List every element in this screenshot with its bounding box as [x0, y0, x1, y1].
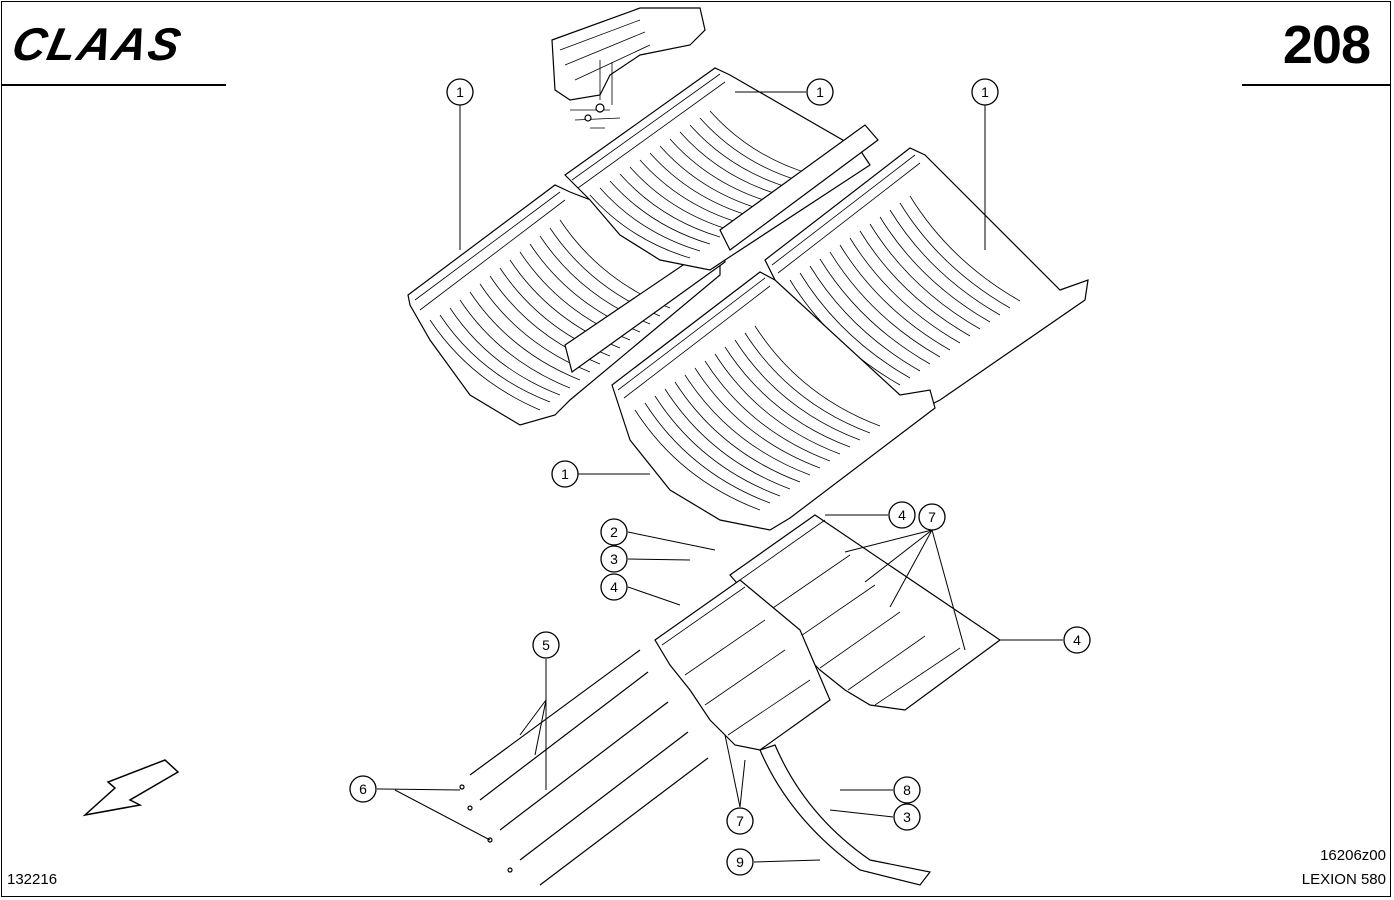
drawing-code: 16206z00: [1320, 847, 1386, 864]
svg-text:4: 4: [610, 579, 618, 595]
callout-1d: 1: [551, 460, 579, 488]
page-number: 208: [1282, 15, 1371, 75]
svg-text:1: 1: [981, 84, 989, 100]
callout-3a: 3: [600, 545, 628, 573]
curved-side-strip: [759, 744, 932, 886]
claas-logo-mark: CLAAS: [8, 18, 187, 69]
callout-4a: 4: [600, 573, 628, 601]
svg-text:4: 4: [898, 507, 906, 523]
callout-5: 5: [532, 631, 560, 659]
svg-text:1: 1: [816, 84, 824, 100]
callout-3b: 3: [893, 803, 921, 831]
model-name: LEXION 580: [1301, 871, 1386, 888]
svg-text:6: 6: [359, 781, 367, 797]
svg-text:3: 3: [610, 551, 618, 567]
callout-6: 6: [349, 775, 377, 803]
header-rule-left: [1, 84, 226, 86]
concave-grate-upper-right: [564, 67, 879, 271]
callout-9: 9: [726, 848, 754, 876]
callout-1a: 1: [446, 78, 474, 106]
svg-text:9: 9: [736, 854, 744, 870]
svg-text:8: 8: [903, 782, 911, 798]
document-number: 132216: [7, 871, 58, 888]
leader-lines: [376, 91, 1063, 863]
header-rule-right: [1242, 84, 1390, 86]
callout-2: 2: [600, 518, 628, 546]
callout-1b: 1: [806, 78, 834, 106]
callout-1c: 1: [971, 78, 999, 106]
rod-set: [459, 649, 709, 886]
svg-text:7: 7: [736, 813, 744, 829]
svg-text:5: 5: [542, 637, 550, 653]
callout-8: 8: [893, 776, 921, 804]
svg-text:1: 1: [561, 466, 569, 482]
svg-text:3: 3: [903, 809, 911, 825]
callout-7a: 7: [918, 503, 946, 531]
svg-text:7: 7: [928, 509, 936, 525]
callout-7b: 7: [726, 807, 754, 835]
concave-grate-lower-center: [611, 271, 936, 531]
svg-text:4: 4: [1073, 632, 1081, 648]
brand-text: CLAAS: [14, 22, 187, 66]
claas-logo: CLAAS: [8, 18, 234, 71]
top-mounting-bracket: [551, 7, 706, 129]
svg-text:2: 2: [610, 524, 618, 540]
callout-4b: 4: [888, 501, 916, 529]
callout-4c: 4: [1063, 626, 1091, 654]
direction-arrow-icon: [82, 759, 180, 817]
svg-text:1: 1: [456, 84, 464, 100]
lower-plate-assembly: [654, 514, 1002, 751]
